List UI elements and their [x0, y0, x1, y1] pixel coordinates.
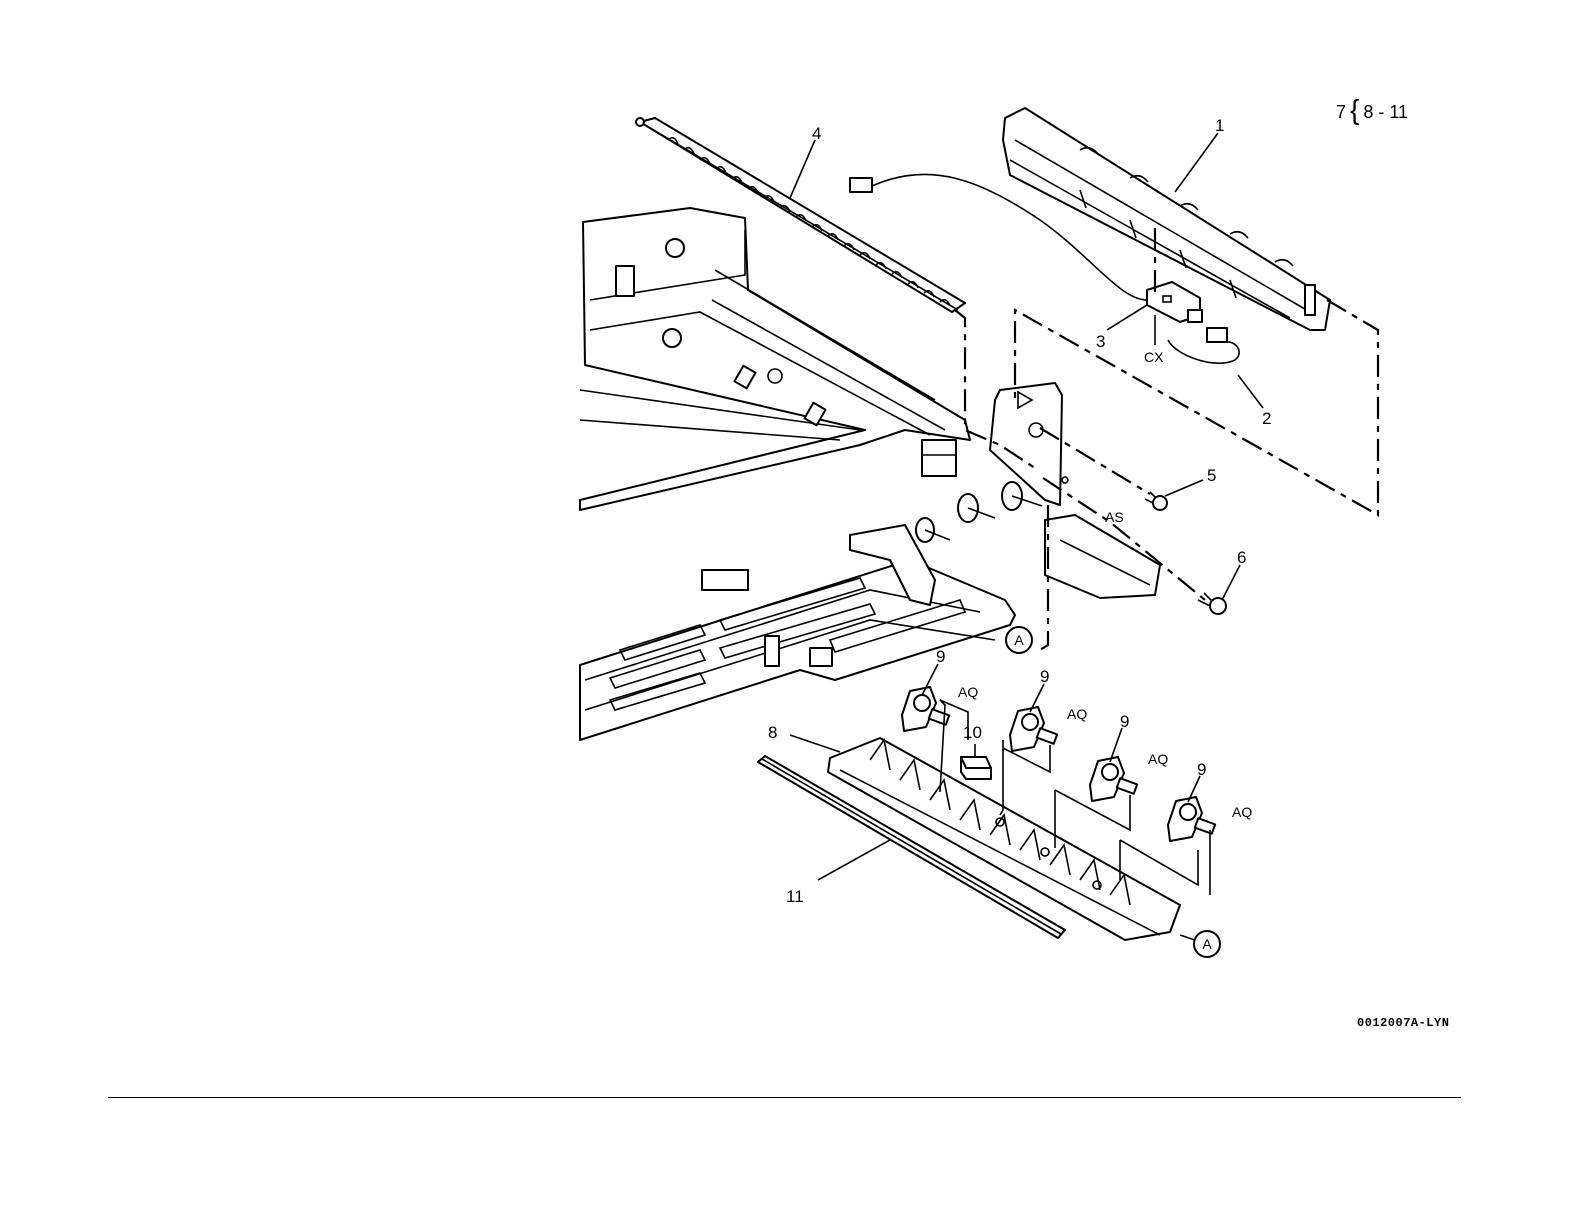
- part-6-screw: [1198, 593, 1226, 614]
- part-9-clip-3: [1090, 757, 1137, 801]
- code-cx: CX: [1144, 349, 1164, 365]
- callout-11: 11: [786, 887, 804, 906]
- callout-6: 6: [1237, 548, 1246, 567]
- connector-a-lower-label: A: [1202, 936, 1212, 952]
- main-frame: [580, 208, 970, 510]
- callout-9-third: 9: [1120, 712, 1129, 731]
- lower-chassis: [580, 482, 1160, 740]
- callout-8: 8: [768, 723, 777, 742]
- callout-10: 10: [963, 723, 982, 742]
- connector-a-upper: A: [1006, 627, 1032, 653]
- bottom-rule: [108, 1097, 1461, 1098]
- code-aq-2: AQ: [1067, 706, 1087, 722]
- part-9-clip-1: [902, 687, 949, 731]
- part-2-harness: [1168, 328, 1239, 363]
- connector-a-lower: A: [1194, 931, 1220, 957]
- code-aq-3: AQ: [1148, 751, 1168, 767]
- code-as: AS: [1105, 509, 1124, 525]
- callout-1: 1: [1215, 116, 1224, 135]
- callout-9-second: 9: [1040, 667, 1049, 686]
- roller-set: [916, 482, 1042, 542]
- part-10-pad: [961, 757, 991, 779]
- connector-a-upper-label: A: [1014, 632, 1024, 648]
- code-aq-1: AQ: [958, 684, 978, 700]
- part-9-clip-2: [1010, 707, 1057, 751]
- callout-4: 4: [812, 124, 821, 143]
- figure-id: 0012007A-LYN: [1357, 1016, 1449, 1030]
- callout-9-fourth: 9: [1197, 760, 1206, 779]
- callout-5: 5: [1207, 466, 1216, 485]
- code-aq-4: AQ: [1232, 804, 1252, 820]
- part-5-screw: [1145, 492, 1167, 510]
- callout-9-first: 9: [936, 647, 945, 666]
- callout-3: 3: [1096, 332, 1105, 351]
- part-9-clip-4: [1168, 797, 1215, 841]
- callout-2: 2: [1262, 409, 1271, 428]
- part-8-guide: [828, 738, 1180, 940]
